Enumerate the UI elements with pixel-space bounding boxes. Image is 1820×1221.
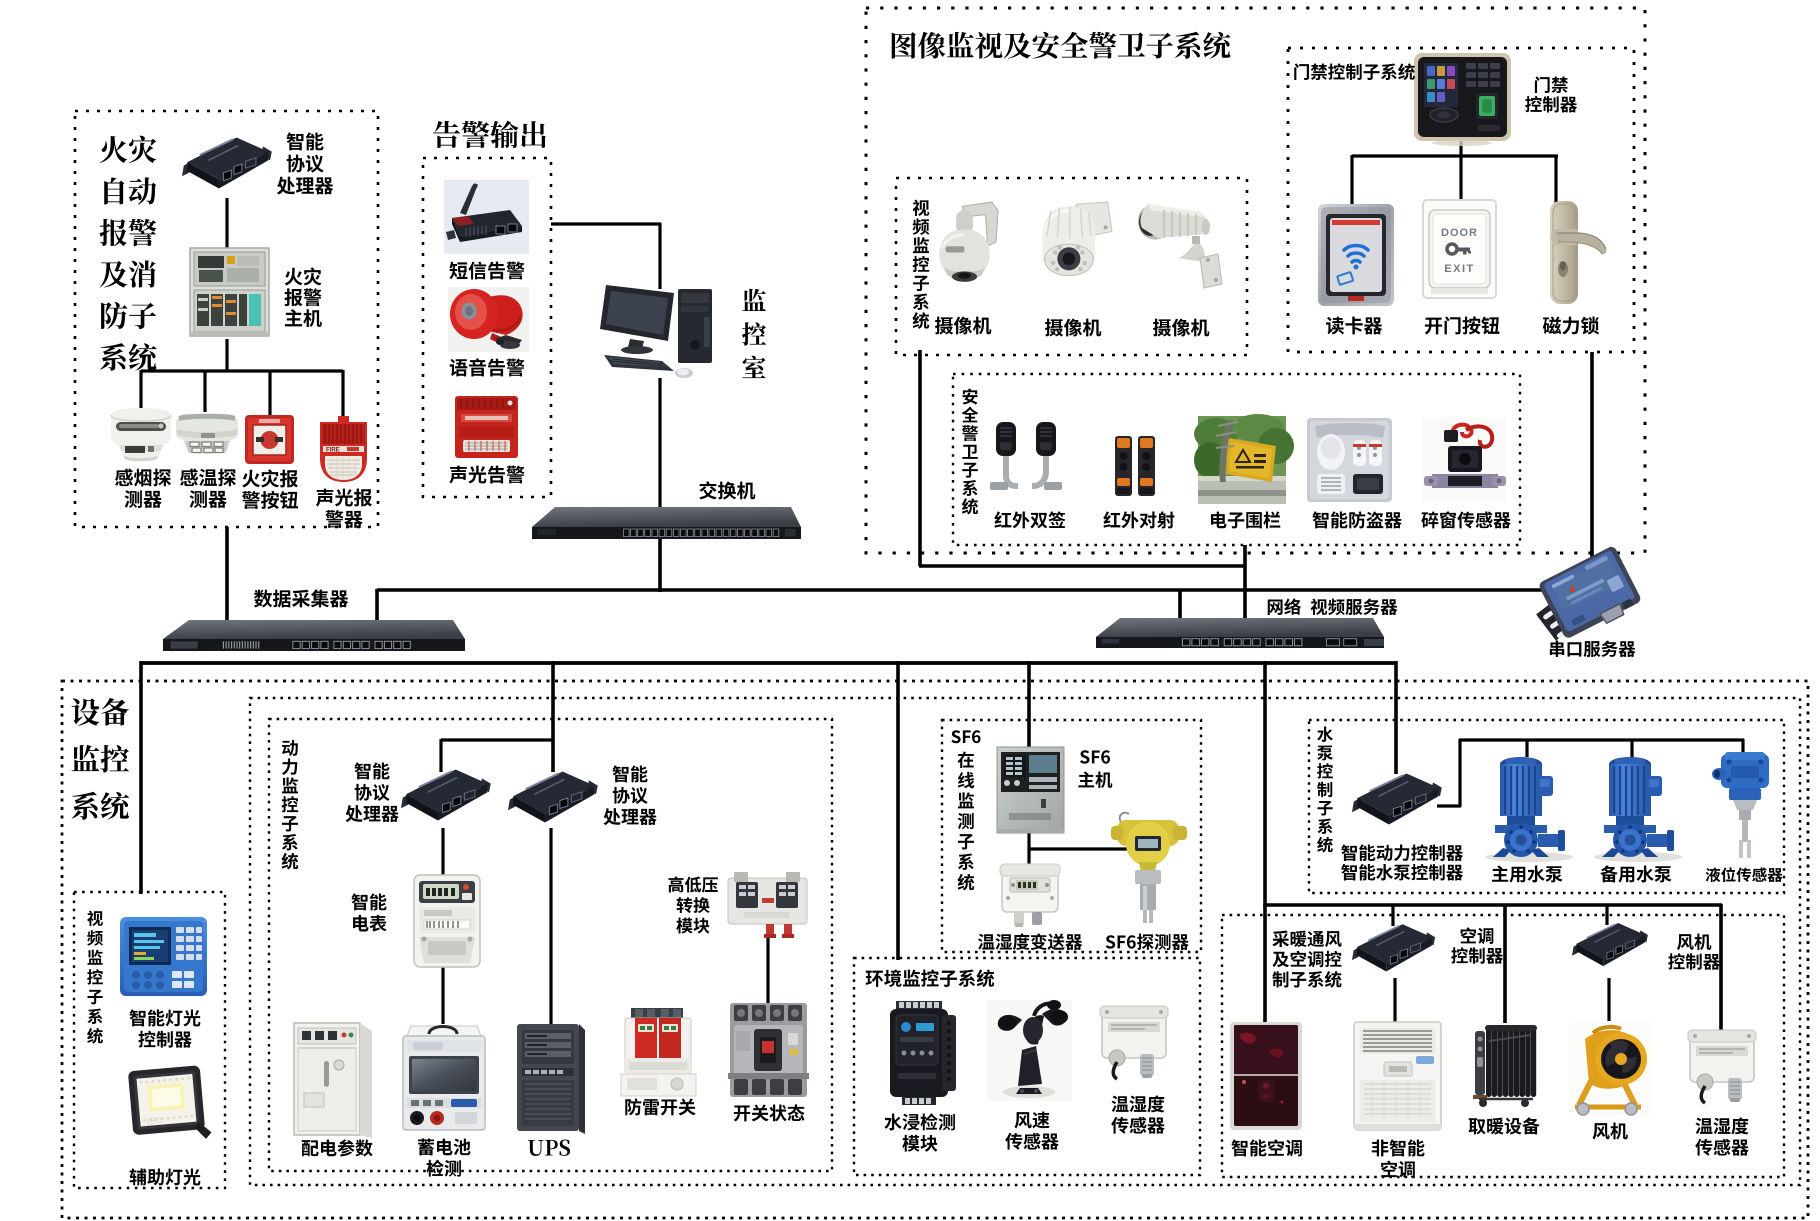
svg-text:DOOR: DOOR [1441,227,1478,239]
svg-text:EXIT: EXIT [1444,263,1474,275]
svg-text:FIRE: FIRE [326,447,340,453]
svg-text:LED: LED [146,1116,163,1126]
